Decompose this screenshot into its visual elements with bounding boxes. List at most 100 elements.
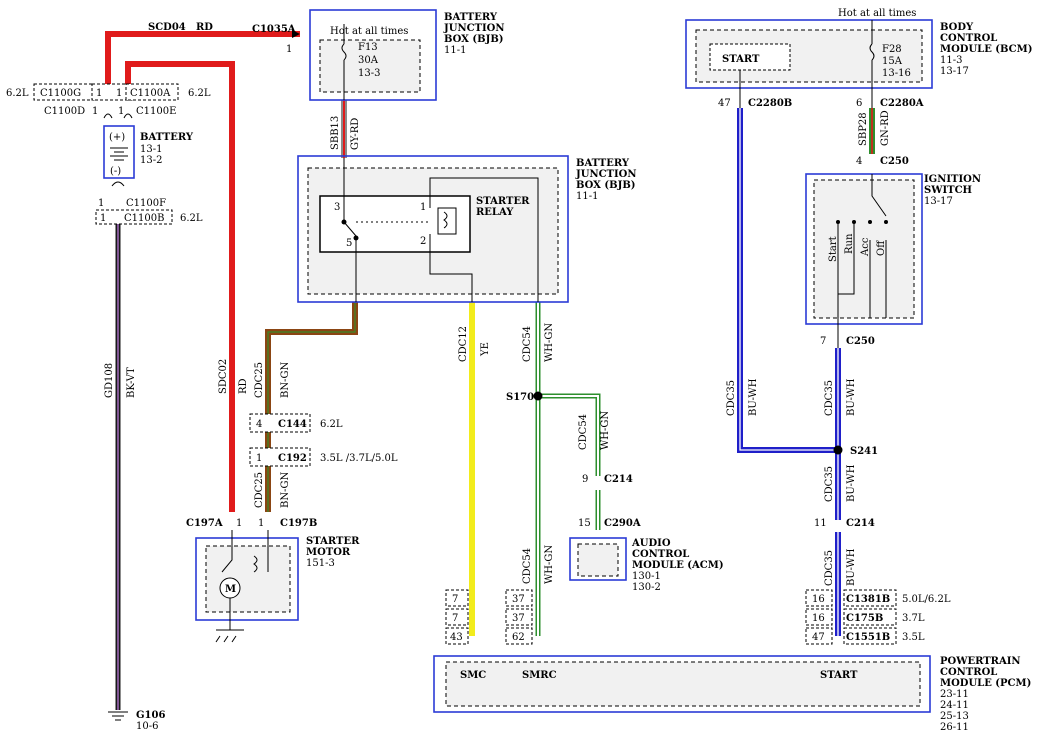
svg-text:CONTROL: CONTROL bbox=[940, 33, 997, 44]
svg-text:CDC54: CDC54 bbox=[522, 326, 533, 362]
svg-text:F28: F28 bbox=[882, 44, 902, 55]
wire-scd04-arrow bbox=[292, 30, 300, 38]
svg-text:WH-GN: WH-GN bbox=[600, 411, 611, 450]
svg-text:BK-VT: BK-VT bbox=[126, 367, 137, 398]
svg-text:C2280B: C2280B bbox=[748, 98, 792, 109]
svg-text:CDC35: CDC35 bbox=[824, 550, 835, 586]
svg-text:9: 9 bbox=[582, 474, 588, 485]
svg-text:(+): (+) bbox=[109, 132, 125, 143]
bjb-relay-box: 3 5 1 2 STARTER RELAY bbox=[297, 155, 569, 303]
wire-cdc54-branch-core bbox=[538, 395, 599, 476]
svg-text:BATTERY: BATTERY bbox=[140, 132, 194, 143]
svg-text:M: M bbox=[225, 584, 236, 595]
svg-text:13-2: 13-2 bbox=[140, 155, 162, 166]
svg-text:2: 2 bbox=[420, 236, 426, 247]
svg-text:13-3: 13-3 bbox=[358, 68, 380, 79]
svg-text:30A: 30A bbox=[358, 55, 379, 66]
svg-text:BU-WH: BU-WH bbox=[748, 378, 759, 416]
svg-text:25-13: 25-13 bbox=[940, 711, 969, 722]
svg-text:C214: C214 bbox=[846, 518, 875, 529]
svg-text:Acc: Acc bbox=[860, 237, 871, 257]
svg-text:3: 3 bbox=[334, 202, 340, 213]
svg-text:1: 1 bbox=[420, 202, 426, 213]
svg-text:5: 5 bbox=[346, 238, 352, 249]
svg-text:16: 16 bbox=[812, 613, 825, 624]
svg-text:1: 1 bbox=[286, 44, 292, 55]
svg-text:6: 6 bbox=[856, 98, 862, 109]
svg-text:1: 1 bbox=[116, 88, 122, 99]
svg-text:151-3: 151-3 bbox=[306, 558, 335, 569]
svg-text:11: 11 bbox=[814, 518, 827, 529]
svg-text:C192: C192 bbox=[278, 453, 307, 464]
svg-text:13-1: 13-1 bbox=[140, 144, 162, 155]
svg-text:6.2L: 6.2L bbox=[188, 88, 211, 99]
svg-text:STARTER: STARTER bbox=[476, 196, 530, 207]
svg-text:MODULE (PCM): MODULE (PCM) bbox=[940, 678, 1031, 689]
svg-text:YE: YE bbox=[480, 342, 491, 357]
svg-text:C1100D: C1100D bbox=[44, 106, 85, 117]
svg-text:AUDIO: AUDIO bbox=[631, 538, 671, 549]
svg-text:47: 47 bbox=[718, 98, 731, 109]
svg-text:43: 43 bbox=[450, 632, 463, 643]
powertrain-control-module: SMC SMRC START bbox=[433, 655, 931, 713]
svg-text:3.7L: 3.7L bbox=[902, 613, 925, 624]
svg-text:4: 4 bbox=[256, 419, 262, 430]
svg-text:13-16: 13-16 bbox=[882, 68, 911, 79]
svg-text:C1551B: C1551B bbox=[846, 632, 890, 643]
svg-text:47: 47 bbox=[812, 632, 825, 643]
svg-text:SBP28: SBP28 bbox=[858, 112, 869, 146]
svg-text:BN-GN: BN-GN bbox=[280, 362, 291, 398]
svg-text:6.2L: 6.2L bbox=[320, 419, 343, 430]
svg-text:24-11: 24-11 bbox=[940, 700, 969, 711]
svg-text:BOX (BJB): BOX (BJB) bbox=[576, 180, 636, 191]
svg-text:BODY: BODY bbox=[940, 22, 974, 33]
svg-text:13-17: 13-17 bbox=[940, 66, 969, 77]
svg-text:Hot at all times: Hot at all times bbox=[838, 8, 916, 19]
svg-text:JUNCTION: JUNCTION bbox=[443, 23, 505, 34]
starter-motor: M bbox=[195, 530, 299, 643]
svg-text:GD108: GD108 bbox=[104, 363, 115, 398]
svg-text:RD: RD bbox=[238, 378, 249, 394]
svg-text:F13: F13 bbox=[358, 42, 378, 53]
svg-text:SMRC: SMRC bbox=[522, 670, 557, 681]
svg-text:BATTERY: BATTERY bbox=[576, 158, 630, 169]
svg-text:C1381B: C1381B bbox=[846, 594, 890, 605]
svg-text:RD: RD bbox=[196, 22, 213, 33]
svg-text:POWERTRAIN: POWERTRAIN bbox=[940, 656, 1021, 667]
svg-text:MODULE (BCM): MODULE (BCM) bbox=[940, 44, 1032, 55]
c1035a-label: C1035A bbox=[252, 24, 296, 35]
pcm-connectors: 7 7 43 37 37 62 16 16 47 C1381B C175B C1… bbox=[445, 589, 951, 645]
svg-text:7: 7 bbox=[452, 613, 458, 624]
svg-text:MOTOR: MOTOR bbox=[306, 547, 351, 558]
svg-text:RELAY: RELAY bbox=[476, 207, 514, 218]
svg-text:1: 1 bbox=[100, 213, 106, 224]
inline-connectors: 4 C144 6.2L 1 C192 3.5L /3.7L/5.0L 9 C21… bbox=[249, 413, 875, 529]
bjb-fuse-box: Hot at all times F13 30A 13-3 bbox=[309, 9, 437, 101]
svg-text:CDC12: CDC12 bbox=[458, 326, 469, 362]
svg-text:S241: S241 bbox=[850, 446, 878, 457]
svg-text:CDC54: CDC54 bbox=[522, 548, 533, 584]
svg-text:5.0L/6.2L: 5.0L/6.2L bbox=[902, 594, 951, 605]
svg-text:CDC35: CDC35 bbox=[824, 466, 835, 502]
svg-text:C175B: C175B bbox=[846, 613, 883, 624]
svg-text:IGNITION: IGNITION bbox=[924, 174, 981, 185]
splice-s241 bbox=[833, 445, 843, 455]
svg-text:C250: C250 bbox=[846, 336, 875, 347]
svg-text:START: START bbox=[820, 670, 858, 681]
svg-text:23-11: 23-11 bbox=[940, 689, 969, 700]
svg-text:BN-GN: BN-GN bbox=[280, 472, 291, 508]
svg-text:C144: C144 bbox=[278, 419, 307, 430]
svg-text:SCD04: SCD04 bbox=[148, 22, 186, 33]
svg-text:4: 4 bbox=[856, 156, 862, 167]
svg-text:1: 1 bbox=[256, 453, 262, 464]
svg-text:13-17: 13-17 bbox=[924, 196, 953, 207]
svg-text:11-3: 11-3 bbox=[940, 55, 962, 66]
svg-text:BATTERY: BATTERY bbox=[444, 12, 498, 23]
svg-text:SWITCH: SWITCH bbox=[924, 185, 972, 196]
wire-cdc54-branch bbox=[538, 393, 601, 476]
ground-g106 bbox=[108, 711, 128, 721]
svg-text:15A: 15A bbox=[882, 56, 903, 67]
svg-text:1: 1 bbox=[118, 106, 124, 117]
svg-text:C197B: C197B bbox=[280, 518, 317, 529]
svg-text:CDC54: CDC54 bbox=[578, 414, 589, 450]
